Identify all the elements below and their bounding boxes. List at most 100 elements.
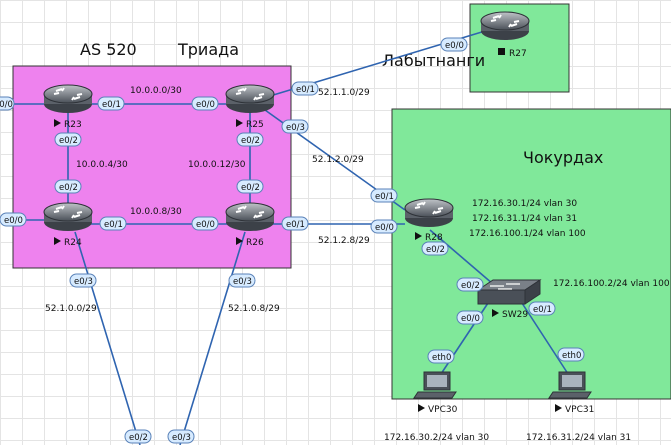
svg-text:e0/3: e0/3 [172, 433, 191, 443]
label-sw29: SW29 [502, 310, 528, 320]
if-bottom-e03[interactable]: e0/3 [167, 429, 195, 444]
link-r26-down [179, 231, 246, 445]
svg-text:e0/1: e0/1 [375, 192, 394, 202]
if-r25-e02[interactable]: e0/2 [236, 132, 264, 147]
if-r26-e00[interactable]: e0/0 [191, 216, 219, 231]
svg-text:e0/2: e0/2 [59, 183, 78, 193]
status-icon [555, 404, 562, 412]
label-r23: R23 [64, 120, 82, 130]
vpc31-computer[interactable] [548, 371, 592, 399]
if-r24-e01[interactable]: e0/1 [99, 216, 127, 231]
address-vpc31: 172.16.31.2/24 vlan 31 [526, 433, 631, 443]
svg-text:e0/1: e0/1 [286, 220, 305, 230]
if-r25-e00[interactable]: e0/0 [191, 96, 219, 111]
if-bottom-e02[interactable]: e0/2 [124, 429, 152, 444]
subnet-labels: 10.0.0.0/30 10.0.0.4/30 10.0.0.12/30 10.… [45, 86, 670, 443]
subnet-r23-r24: 10.0.0.4/30 [76, 160, 128, 170]
if-vpc30-eth0[interactable]: eth0 [427, 349, 455, 364]
svg-text:e0/1: e0/1 [104, 220, 123, 230]
status-icon [236, 237, 243, 245]
if-r28-e00[interactable]: e0/0 [370, 219, 398, 234]
status-icon [54, 237, 61, 245]
if-r28-e01[interactable]: e0/1 [370, 188, 398, 203]
svg-text:e0/1: e0/1 [102, 100, 121, 110]
status-icon [418, 404, 425, 412]
device-labels: R23 R25 R24 R26 R27 R28 SW29 VPC30 VPC31 [54, 48, 594, 415]
svg-text:e0/3: e0/3 [286, 123, 305, 133]
if-r23-left[interactable]: e0/0 [0, 96, 15, 111]
svg-text:e0/1: e0/1 [296, 85, 315, 95]
svg-text:eth0: eth0 [432, 353, 451, 363]
if-r24-e02[interactable]: e0/2 [54, 179, 82, 194]
address-r28-vlan31: 172.16.31.1/24 vlan 31 [472, 214, 577, 224]
if-r24-e03[interactable]: e0/3 [69, 273, 97, 288]
subnet-r25-r28: 52.1.2.0/29 [312, 155, 364, 165]
label-r24: R24 [64, 238, 82, 248]
if-r26-e02[interactable]: e0/2 [236, 179, 264, 194]
svg-text:e0/0: e0/0 [445, 41, 464, 51]
subnet-r26-down: 52.1.0.8/29 [228, 304, 280, 314]
if-r23-e01[interactable]: e0/1 [97, 96, 125, 111]
router-r24[interactable] [43, 202, 93, 232]
if-r26-e01[interactable]: e0/1 [281, 216, 309, 231]
svg-text:e0/2: e0/2 [129, 433, 148, 443]
router-r25[interactable] [225, 84, 275, 114]
svg-text:e0/3: e0/3 [74, 277, 93, 287]
svg-text:e0/3: e0/3 [233, 277, 252, 287]
links [0, 24, 573, 445]
router-r23[interactable] [43, 84, 93, 114]
svg-text:e0/0: e0/0 [196, 100, 215, 110]
if-vpc31-eth0[interactable]: eth0 [557, 347, 585, 362]
label-r25: R25 [246, 120, 264, 130]
if-r25-e03[interactable]: e0/3 [281, 119, 309, 134]
label-r27: R27 [509, 49, 527, 59]
subnet-r26-r28: 52.1.2.8/29 [318, 236, 370, 246]
address-r28-vlan30: 172.16.30.1/24 vlan 30 [472, 199, 577, 209]
svg-text:e0/0: e0/0 [196, 220, 215, 230]
status-icon [54, 119, 61, 127]
address-sw29-vlan100: 172.16.100.2/24 vlan 100 [553, 279, 670, 289]
status-icon [415, 232, 422, 240]
status-icon [492, 309, 499, 317]
subnet-r24-r26: 10.0.0.8/30 [130, 207, 182, 217]
router-r28[interactable] [404, 198, 454, 228]
if-r23-e02[interactable]: e0/2 [54, 132, 82, 147]
if-sw29-e02[interactable]: e0/2 [456, 277, 484, 292]
interface-pills: e0/0 e0/1 e0/0 e0/1 e0/0 e0/3 e0/2 e0/2 … [0, 37, 585, 444]
subnet-r25-r27: 52.1.1.0/29 [318, 88, 370, 98]
svg-text:e0/2: e0/2 [241, 183, 260, 193]
subnet-r23-r25: 10.0.0.0/30 [130, 86, 182, 96]
router-r26[interactable] [225, 202, 275, 232]
router-r27[interactable] [480, 11, 530, 41]
address-vpc30: 172.16.30.2/24 vlan 30 [384, 433, 489, 443]
if-sw29-e00[interactable]: e0/0 [456, 310, 484, 325]
link-r24-down [74, 231, 141, 445]
if-r26-e03[interactable]: e0/3 [228, 273, 256, 288]
as-label: AS 520 [80, 40, 137, 59]
if-r27-e00[interactable]: e0/0 [440, 37, 468, 52]
link-sw29-vpc31 [519, 299, 573, 381]
label-vpc31: VPC31 [565, 405, 594, 415]
svg-text:e0/1: e0/1 [533, 305, 552, 315]
if-r25-e01[interactable]: e0/1 [291, 81, 319, 96]
vpc30-computer[interactable] [413, 371, 457, 399]
triad-label: Триада [177, 40, 239, 59]
svg-text:eth0: eth0 [562, 351, 581, 361]
stop-icon [498, 48, 505, 55]
status-icon [236, 119, 243, 127]
if-r24-e00[interactable]: e0/0 [0, 212, 27, 227]
subnet-r25-r26: 10.0.0.12/30 [188, 160, 246, 170]
if-sw29-e01[interactable]: e0/1 [528, 301, 556, 316]
svg-text:e0/2: e0/2 [59, 136, 78, 146]
label-r28: R28 [425, 233, 443, 243]
switch-sw29[interactable] [476, 279, 542, 305]
chokurdakh-label: Чокурдах [523, 148, 603, 167]
svg-text:e0/2: e0/2 [241, 136, 260, 146]
subnet-r24-down: 52.1.0.0/29 [45, 304, 97, 314]
svg-text:e0/0: e0/0 [461, 314, 480, 324]
address-r28-vlan100: 172.16.100.1/24 vlan 100 [469, 229, 586, 239]
labytnangi-label: Лабытнанги [382, 51, 485, 70]
svg-text:e0/2: e0/2 [426, 245, 445, 255]
if-r28-e02[interactable]: e0/2 [421, 241, 449, 256]
